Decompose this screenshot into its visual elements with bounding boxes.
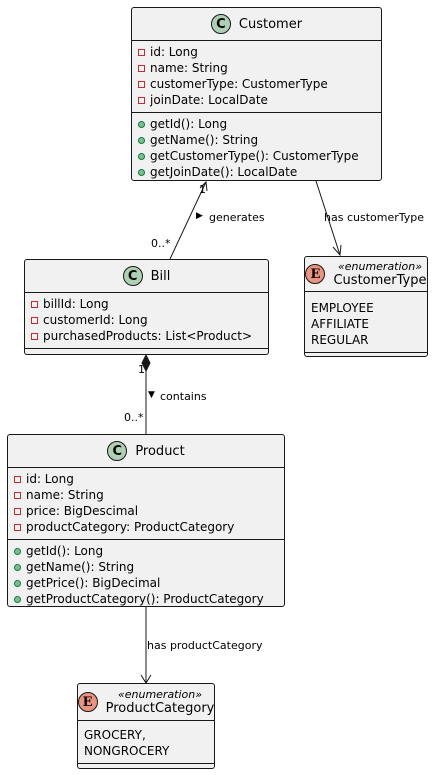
- attribute-row: id: Long: [138, 44, 381, 60]
- attribute-row: productCategory: ProductCategory: [14, 519, 284, 535]
- attribute-row: name: String: [14, 487, 284, 503]
- attribute-row: price: BigDescimal: [14, 503, 284, 519]
- public-visibility-icon: [138, 120, 145, 128]
- customer-type-enum[interactable]: E «enumeration» CustomerType EMPLOYEE AF…: [304, 256, 428, 357]
- product-category-empty-section: [78, 763, 214, 775]
- product-class-name: Product: [135, 443, 185, 459]
- has-product-category-label: has productCategory: [147, 639, 263, 652]
- bill-class[interactable]: C Bill billId: Long customerId: Long pur…: [24, 259, 269, 355]
- public-visibility-icon: [14, 579, 21, 587]
- has-customer-type-line: [315, 180, 341, 256]
- enum-stereotype: «enumeration»: [117, 688, 203, 701]
- enum-value: GROCERY,: [84, 728, 146, 742]
- public-visibility-icon: [138, 152, 145, 160]
- private-visibility-icon: [14, 491, 21, 499]
- attribute-row: customerId: Long: [31, 312, 268, 328]
- method-row: getPrice(): BigDecimal: [14, 575, 284, 591]
- product-category-values: GROCERY, NONGROCERY: [78, 721, 214, 763]
- attribute-row: name: String: [138, 60, 381, 76]
- public-visibility-icon: [14, 563, 21, 571]
- contains-label: contains: [160, 390, 207, 403]
- method-row: getId(): Long: [14, 543, 284, 559]
- has-customer-type-arrowhead: [332, 244, 342, 257]
- public-visibility-icon: [14, 595, 21, 603]
- generates-multiplicity-bill: 0..*: [151, 237, 171, 250]
- customer-type-enum-name: CustomerType: [333, 273, 427, 288]
- attribute-row: customerType: CustomerType: [138, 76, 381, 92]
- contains-multiplicity-bill: 1: [138, 363, 145, 376]
- private-visibility-icon: [31, 300, 38, 308]
- product-methods: getId(): Long getName(): String getPrice…: [8, 539, 284, 611]
- private-visibility-icon: [138, 64, 145, 72]
- customer-class[interactable]: C Customer id: Long name: String custome…: [131, 7, 382, 181]
- customer-class-header: C Customer: [132, 8, 381, 41]
- private-visibility-icon: [14, 507, 21, 515]
- generates-line: [169, 181, 207, 260]
- class-badge-icon: C: [107, 441, 128, 461]
- has-customer-type-label: has customerType: [324, 211, 425, 224]
- enum-badge-icon: E: [77, 692, 98, 712]
- private-visibility-icon: [138, 80, 145, 88]
- enum-badge-icon: E: [305, 264, 326, 284]
- attribute-row: id: Long: [14, 471, 284, 487]
- generates-multiplicity-customer: 1: [199, 183, 206, 196]
- enum-value: REGULAR: [311, 333, 369, 347]
- method-row: getId(): Long: [138, 116, 381, 132]
- product-category-enum[interactable]: E «enumeration» ProductCategory GROCERY,…: [77, 683, 215, 769]
- method-row: getJoinDate(): LocalDate: [138, 164, 381, 180]
- public-visibility-icon: [138, 168, 145, 176]
- customer-methods: getId(): Long getName(): String getCusto…: [132, 112, 381, 184]
- bill-class-header: C Bill: [25, 260, 268, 293]
- enum-value: NONGROCERY: [84, 744, 170, 758]
- contains-multiplicity-product: 0..*: [124, 411, 144, 424]
- method-row: getCustomerType(): CustomerType: [138, 148, 381, 164]
- private-visibility-icon: [31, 332, 38, 340]
- method-row: getProductCategory(): ProductCategory: [14, 591, 284, 607]
- attribute-row: purchasedProducts: List<Product>: [31, 328, 268, 344]
- product-category-enum-name: ProductCategory: [105, 701, 215, 716]
- class-badge-icon: C: [122, 266, 143, 286]
- product-attributes: id: Long name: String price: BigDescimal…: [8, 468, 284, 539]
- contains-direction-icon: ▼: [148, 390, 155, 400]
- generates-arrowhead: [199, 180, 208, 192]
- customer-class-name: Customer: [238, 16, 303, 32]
- product-category-enum-header: E «enumeration» ProductCategory: [77, 684, 215, 721]
- attribute-row: billId: Long: [31, 296, 268, 312]
- private-visibility-icon: [31, 316, 38, 324]
- private-visibility-icon: [14, 523, 21, 531]
- composition-diamond: [141, 353, 151, 373]
- method-row: getName(): String: [14, 559, 284, 575]
- enum-stereotype: «enumeration»: [337, 260, 423, 273]
- product-class-header: C Product: [8, 435, 284, 468]
- customer-attributes: id: Long name: String customerType: Cust…: [132, 41, 381, 112]
- generates-label: generates: [209, 211, 265, 224]
- customer-type-enum-header: E «enumeration» CustomerType: [305, 257, 427, 292]
- bill-empty-section: [25, 348, 268, 360]
- attribute-row: joinDate: LocalDate: [138, 92, 381, 108]
- class-badge-icon: C: [210, 14, 231, 34]
- customer-type-values: EMPLOYEE AFFILIATE REGULAR: [305, 292, 427, 352]
- public-visibility-icon: [138, 136, 145, 144]
- enum-value: EMPLOYEE: [311, 301, 374, 315]
- generates-direction-icon: ▶: [196, 211, 203, 221]
- private-visibility-icon: [138, 48, 145, 56]
- enum-value: AFFILIATE: [311, 317, 369, 331]
- private-visibility-icon: [138, 96, 145, 104]
- public-visibility-icon: [14, 547, 21, 555]
- product-class[interactable]: C Product id: Long name: String price: B…: [7, 434, 285, 607]
- method-row: getName(): String: [138, 132, 381, 148]
- bill-attributes: billId: Long customerId: Long purchasedP…: [25, 293, 268, 348]
- bill-class-name: Bill: [150, 268, 171, 284]
- private-visibility-icon: [14, 475, 21, 483]
- customer-type-empty-section: [305, 352, 427, 364]
